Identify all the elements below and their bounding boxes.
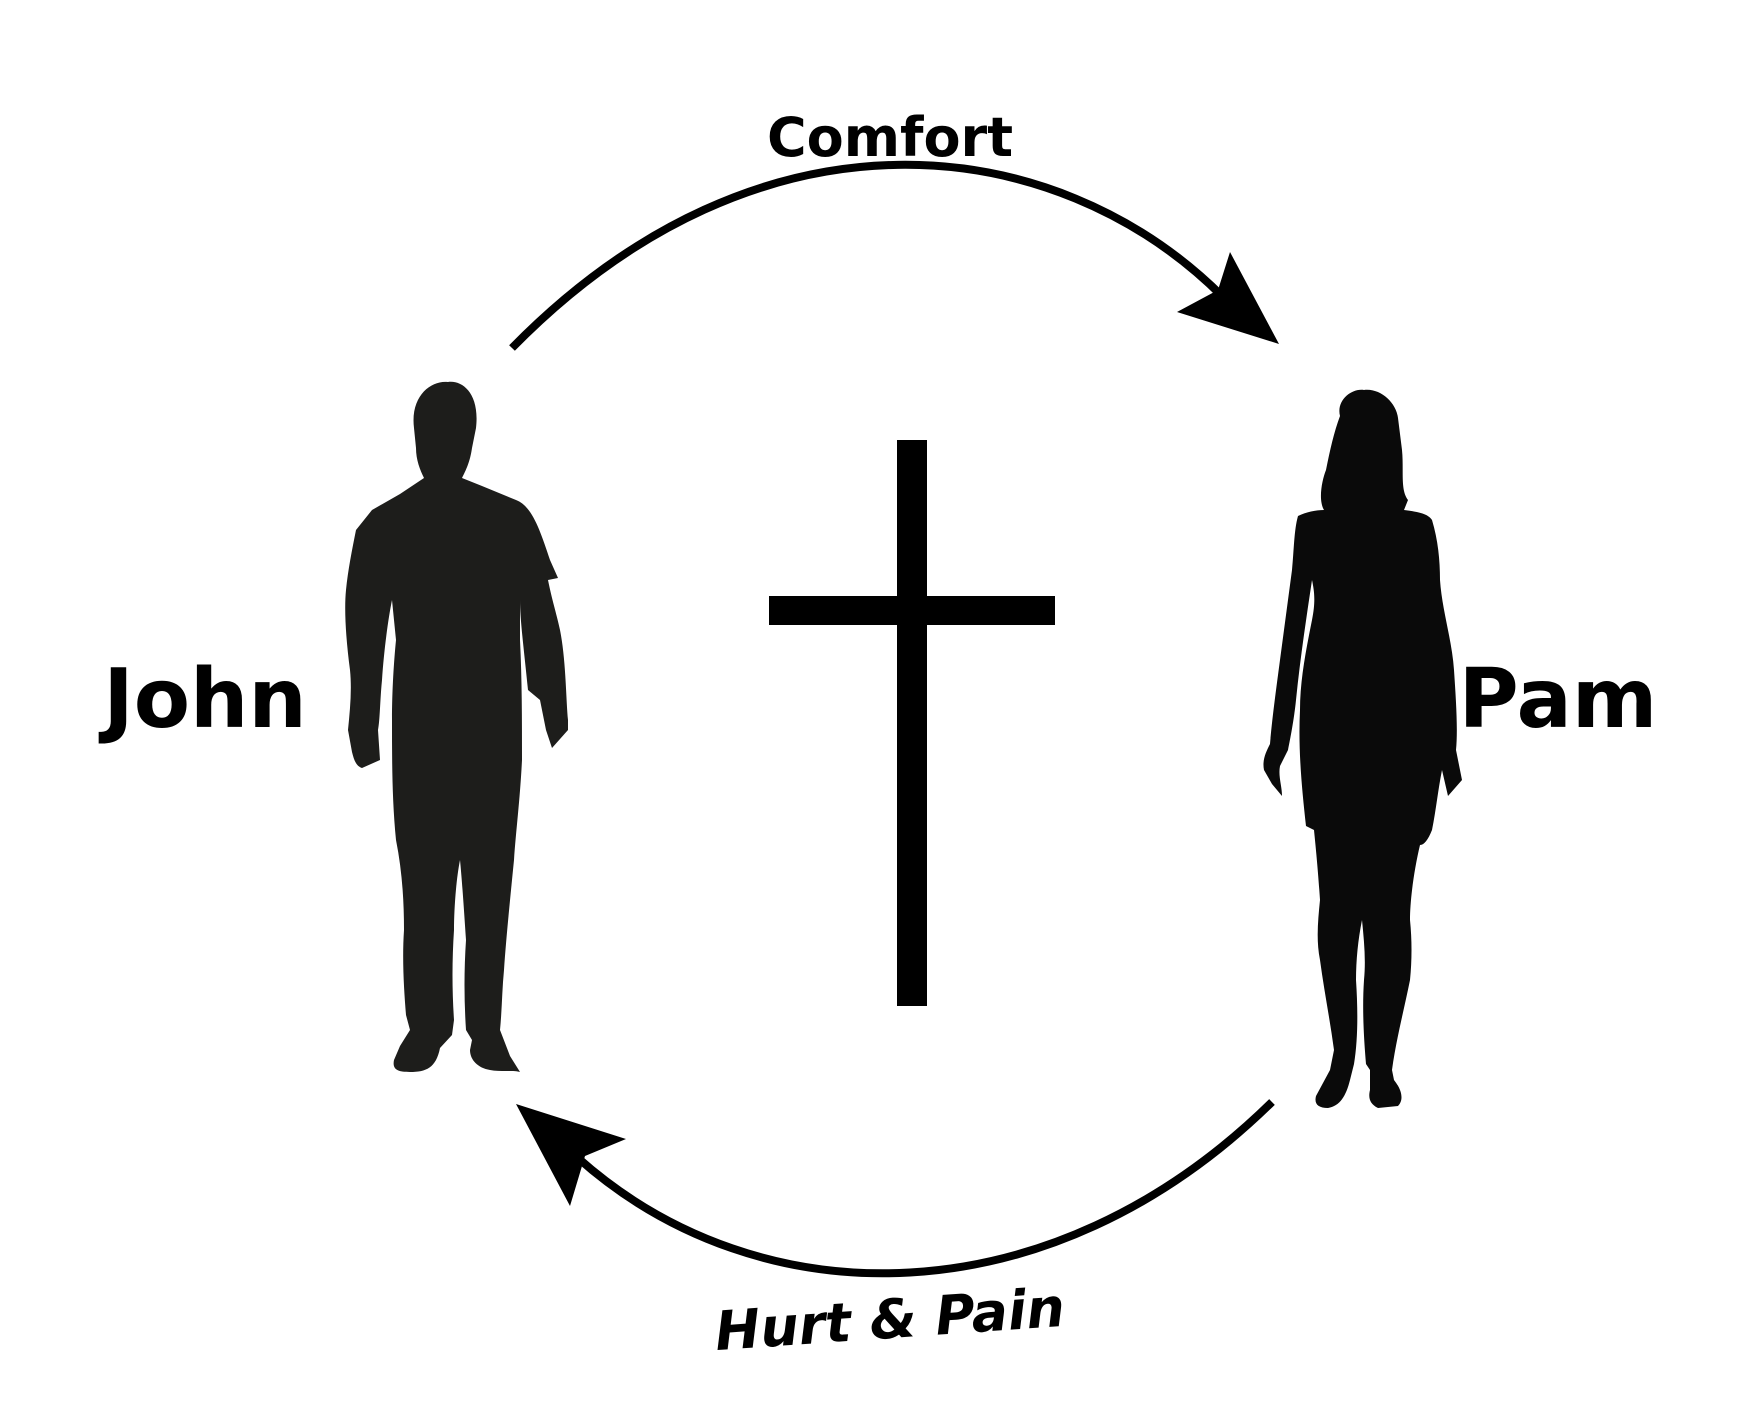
- bottom-arrow-head: [516, 1104, 626, 1206]
- pam-label: Pam: [1459, 652, 1658, 747]
- cross-icon: [769, 440, 1055, 1006]
- john-label: John: [98, 652, 307, 747]
- cross-horizontal-beam: [769, 596, 1055, 625]
- hurt-and-pain-label: Hurt & Pain: [713, 1276, 1067, 1363]
- bottom-arrow-arc: [575, 1099, 1275, 1278]
- woman-head: [1320, 389, 1408, 510]
- top-arrow: [509, 160, 1279, 351]
- bottom-arrow: [516, 1099, 1275, 1278]
- man-body: [345, 478, 568, 1072]
- woman-body: [1263, 510, 1462, 1108]
- man-silhouette-icon: [345, 381, 568, 1072]
- woman-silhouette-icon: [1263, 389, 1462, 1108]
- comfort-label: Comfort: [767, 106, 1013, 169]
- top-arrow-arc: [509, 160, 1225, 351]
- cross-vertical-beam: [897, 440, 927, 1006]
- top-arrow-head: [1177, 252, 1279, 344]
- man-head: [413, 381, 477, 478]
